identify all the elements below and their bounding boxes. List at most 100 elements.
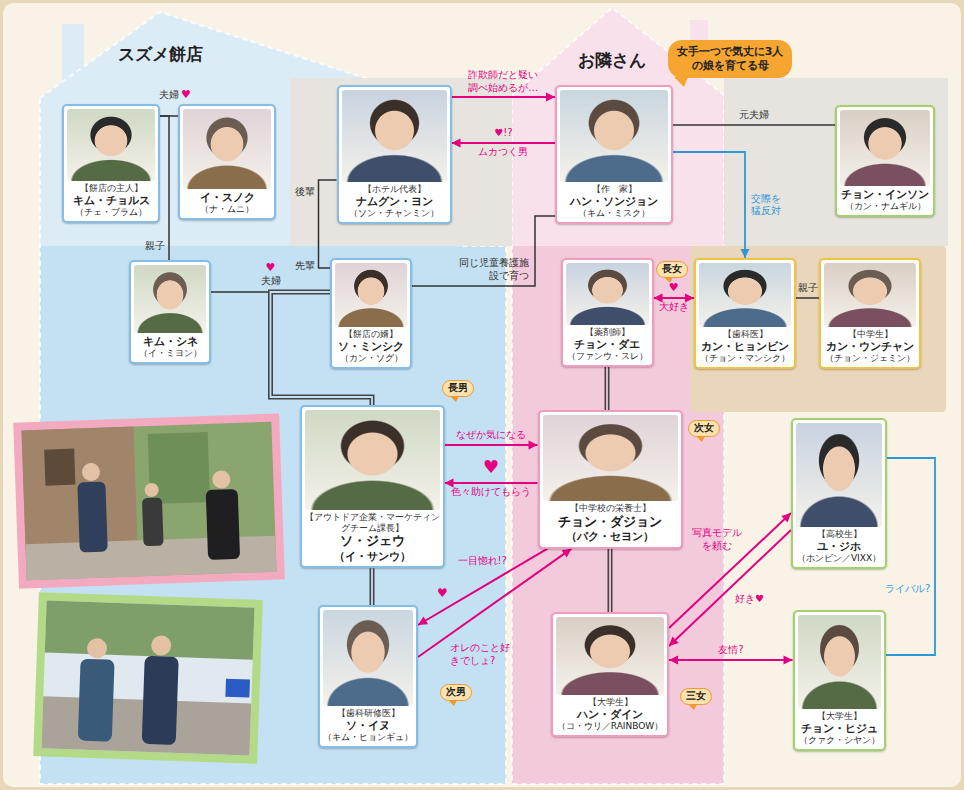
double-line-outer bbox=[271, 292, 373, 405]
house-shape bbox=[40, 12, 506, 784]
figure-head bbox=[87, 638, 108, 659]
actor-text: （チェ・ブラム） bbox=[67, 207, 155, 218]
double-line-outer bbox=[605, 367, 610, 410]
portrait-photo bbox=[134, 265, 206, 333]
name-text: イ・スノク bbox=[183, 191, 271, 204]
actor-text: （コ・ウリ／RAINBOW） bbox=[556, 721, 664, 732]
figure-head bbox=[144, 483, 158, 497]
connector bbox=[607, 367, 608, 410]
role-text: 【餅店の婿】 bbox=[335, 329, 407, 340]
label-text: ♥ bbox=[483, 456, 499, 479]
portrait-photo bbox=[699, 263, 791, 327]
portrait-photo bbox=[556, 617, 664, 695]
portrait-photo bbox=[305, 410, 440, 510]
connector-line bbox=[160, 116, 169, 260]
role-text: 【中学生】 bbox=[824, 329, 916, 340]
person-card: チョン・インソン（カン・ナムギル） bbox=[835, 105, 935, 217]
connector-label: オレのこと好きでしょ? bbox=[450, 642, 514, 667]
person-card: イ・スノク（ナ・ムニ） bbox=[178, 104, 276, 220]
connector-label: 先輩 bbox=[295, 260, 315, 273]
label-text: なぜか気になる bbox=[456, 429, 526, 442]
connector-line bbox=[445, 444, 538, 446]
label-text: ♥ bbox=[266, 261, 276, 275]
person-card: 【ホテル代表】ナムグン・ヨン（ソン・チャンミン） bbox=[337, 85, 452, 224]
family-panel bbox=[690, 246, 946, 412]
name-text: カン・ウンチャン bbox=[824, 340, 916, 353]
portrait-photo bbox=[796, 423, 882, 527]
connector-label: 写真モデルを頼む bbox=[689, 527, 745, 552]
trees bbox=[45, 600, 255, 659]
connector-label: ♥!? bbox=[494, 127, 512, 140]
arrow-head bbox=[546, 93, 555, 102]
person-card: 【歯科研修医】ソ・イヌ（キム・ヒョンギュ） bbox=[318, 605, 418, 748]
name-text: チョン・ダジョン bbox=[543, 514, 678, 530]
role-text: 【大学生】 bbox=[556, 697, 664, 708]
portrait-photo bbox=[323, 610, 413, 706]
label-text: 親子 bbox=[145, 240, 165, 253]
person-card: 【高校生】ユ・ジホ（ホンビン／VIXX） bbox=[791, 418, 887, 569]
connector bbox=[319, 180, 337, 268]
portrait-photo bbox=[566, 263, 649, 325]
actor-text: （チョン・ジェミン） bbox=[824, 353, 916, 364]
portrait-photo bbox=[67, 109, 155, 181]
label-text: 夫婦 bbox=[261, 275, 281, 288]
connector-line bbox=[796, 297, 819, 299]
role-text: 【ホテル代表】 bbox=[342, 184, 447, 195]
house-title: お隣さん bbox=[578, 50, 646, 70]
connector-label: ♥ bbox=[669, 281, 679, 295]
scene-photo bbox=[33, 592, 263, 764]
photo-frame bbox=[13, 413, 285, 588]
person-card: 【餅店の婿】ソ・ミンシク（カン・ソグ） bbox=[330, 258, 412, 369]
actor-text: （クァク・シヤン） bbox=[798, 735, 881, 746]
portrait-photo bbox=[824, 263, 916, 327]
person-card: 【アウトドア企業・マーケティングチーム課長】ソ・ジェウ（イ・サンウ） bbox=[300, 405, 445, 568]
name-text: ユ・ジホ bbox=[796, 540, 882, 553]
role-tag: 長男 bbox=[442, 380, 474, 397]
arrow-head bbox=[669, 656, 678, 665]
callout-text: 次男 bbox=[446, 686, 466, 699]
connector-label: ムカつく男 bbox=[478, 146, 528, 159]
connector-label: 好き♥ bbox=[735, 593, 764, 606]
label-text: 一目惚れ!? bbox=[458, 555, 507, 568]
window bbox=[44, 449, 75, 486]
role-text: 【大学生】 bbox=[798, 711, 881, 722]
connector bbox=[796, 298, 819, 299]
arrow-head bbox=[741, 249, 750, 258]
connector-line bbox=[673, 124, 835, 126]
name-text: ソ・ミンシク bbox=[335, 340, 407, 353]
person-card: 【中学生】カン・ウンチャン（チョン・ジェミン） bbox=[819, 258, 921, 369]
role-text: 【薬剤師】 bbox=[566, 327, 649, 338]
connector-label: 詐欺師だと疑い調べ始めるが… bbox=[466, 69, 540, 94]
page-ground bbox=[3, 3, 961, 787]
figure-body bbox=[142, 656, 179, 745]
connector bbox=[886, 458, 936, 655]
actor-text: （ソン・チャンミン） bbox=[342, 208, 447, 219]
double-line-outer bbox=[370, 568, 375, 605]
connector-line bbox=[452, 96, 556, 98]
connector-label: 大好き bbox=[659, 301, 689, 314]
connector bbox=[669, 513, 791, 628]
role-tag: 三女 bbox=[680, 688, 712, 705]
actor-text: （ホンビン／VIXX） bbox=[796, 553, 882, 564]
connector-label: 交際を猛反対 bbox=[751, 193, 785, 218]
label-text: ライバル? bbox=[885, 583, 930, 596]
label-text: オレのこと好きでしょ? bbox=[450, 642, 514, 667]
connector-label: ♥ bbox=[437, 586, 448, 601]
label-text: ♥ bbox=[669, 281, 679, 295]
figure-head bbox=[82, 463, 101, 482]
connector bbox=[418, 549, 548, 625]
figure-body bbox=[142, 498, 164, 547]
role-tag: 次女 bbox=[688, 420, 720, 437]
portrait-photo bbox=[840, 110, 930, 186]
connector bbox=[372, 568, 373, 605]
connector bbox=[610, 549, 611, 612]
name-text: ソ・イヌ bbox=[323, 719, 413, 732]
name-text: ハン・ソンジョン bbox=[560, 195, 668, 208]
connector bbox=[271, 292, 373, 405]
portrait-photo bbox=[543, 415, 678, 501]
label-text: 色々助けてもらう bbox=[451, 486, 531, 499]
name-text: ソ・ジェウ bbox=[305, 533, 440, 549]
person-card: 【中学校の栄養士】チョン・ダジョン（パク・セヨン） bbox=[538, 410, 683, 549]
